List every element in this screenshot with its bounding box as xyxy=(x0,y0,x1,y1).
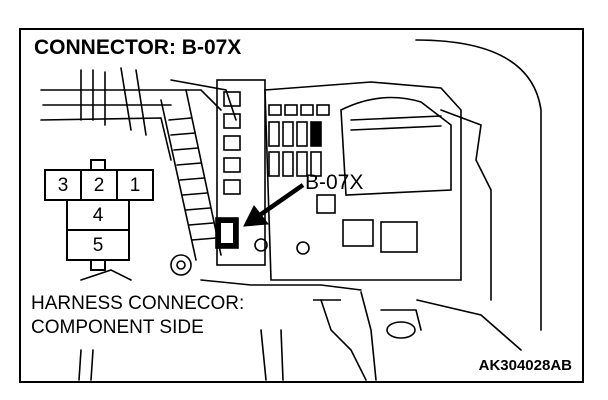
figure-code: AK304028AB xyxy=(476,357,574,374)
connector-pin-1: 1 xyxy=(129,175,141,196)
connector-title: CONNECTOR: B-07X xyxy=(31,37,245,58)
callout-label: B-07X xyxy=(305,171,364,194)
diagram-frame: 3 2 1 4 5 CONNECTOR: B-07X B-07X HARNESS… xyxy=(19,28,584,383)
callout-arrow xyxy=(243,183,305,227)
connector-face xyxy=(44,159,154,271)
harness-caption-line2: COMPONENT SIDE xyxy=(31,317,204,338)
connector-pin-2: 2 xyxy=(93,175,105,196)
engine-bay-illustration xyxy=(40,39,542,381)
connector-pin-3: 3 xyxy=(57,175,69,196)
connector-pin-5: 5 xyxy=(92,235,104,256)
harness-caption-line1: HARNESS CONNECOR: xyxy=(31,293,245,314)
connector-pin-4: 4 xyxy=(92,205,104,226)
